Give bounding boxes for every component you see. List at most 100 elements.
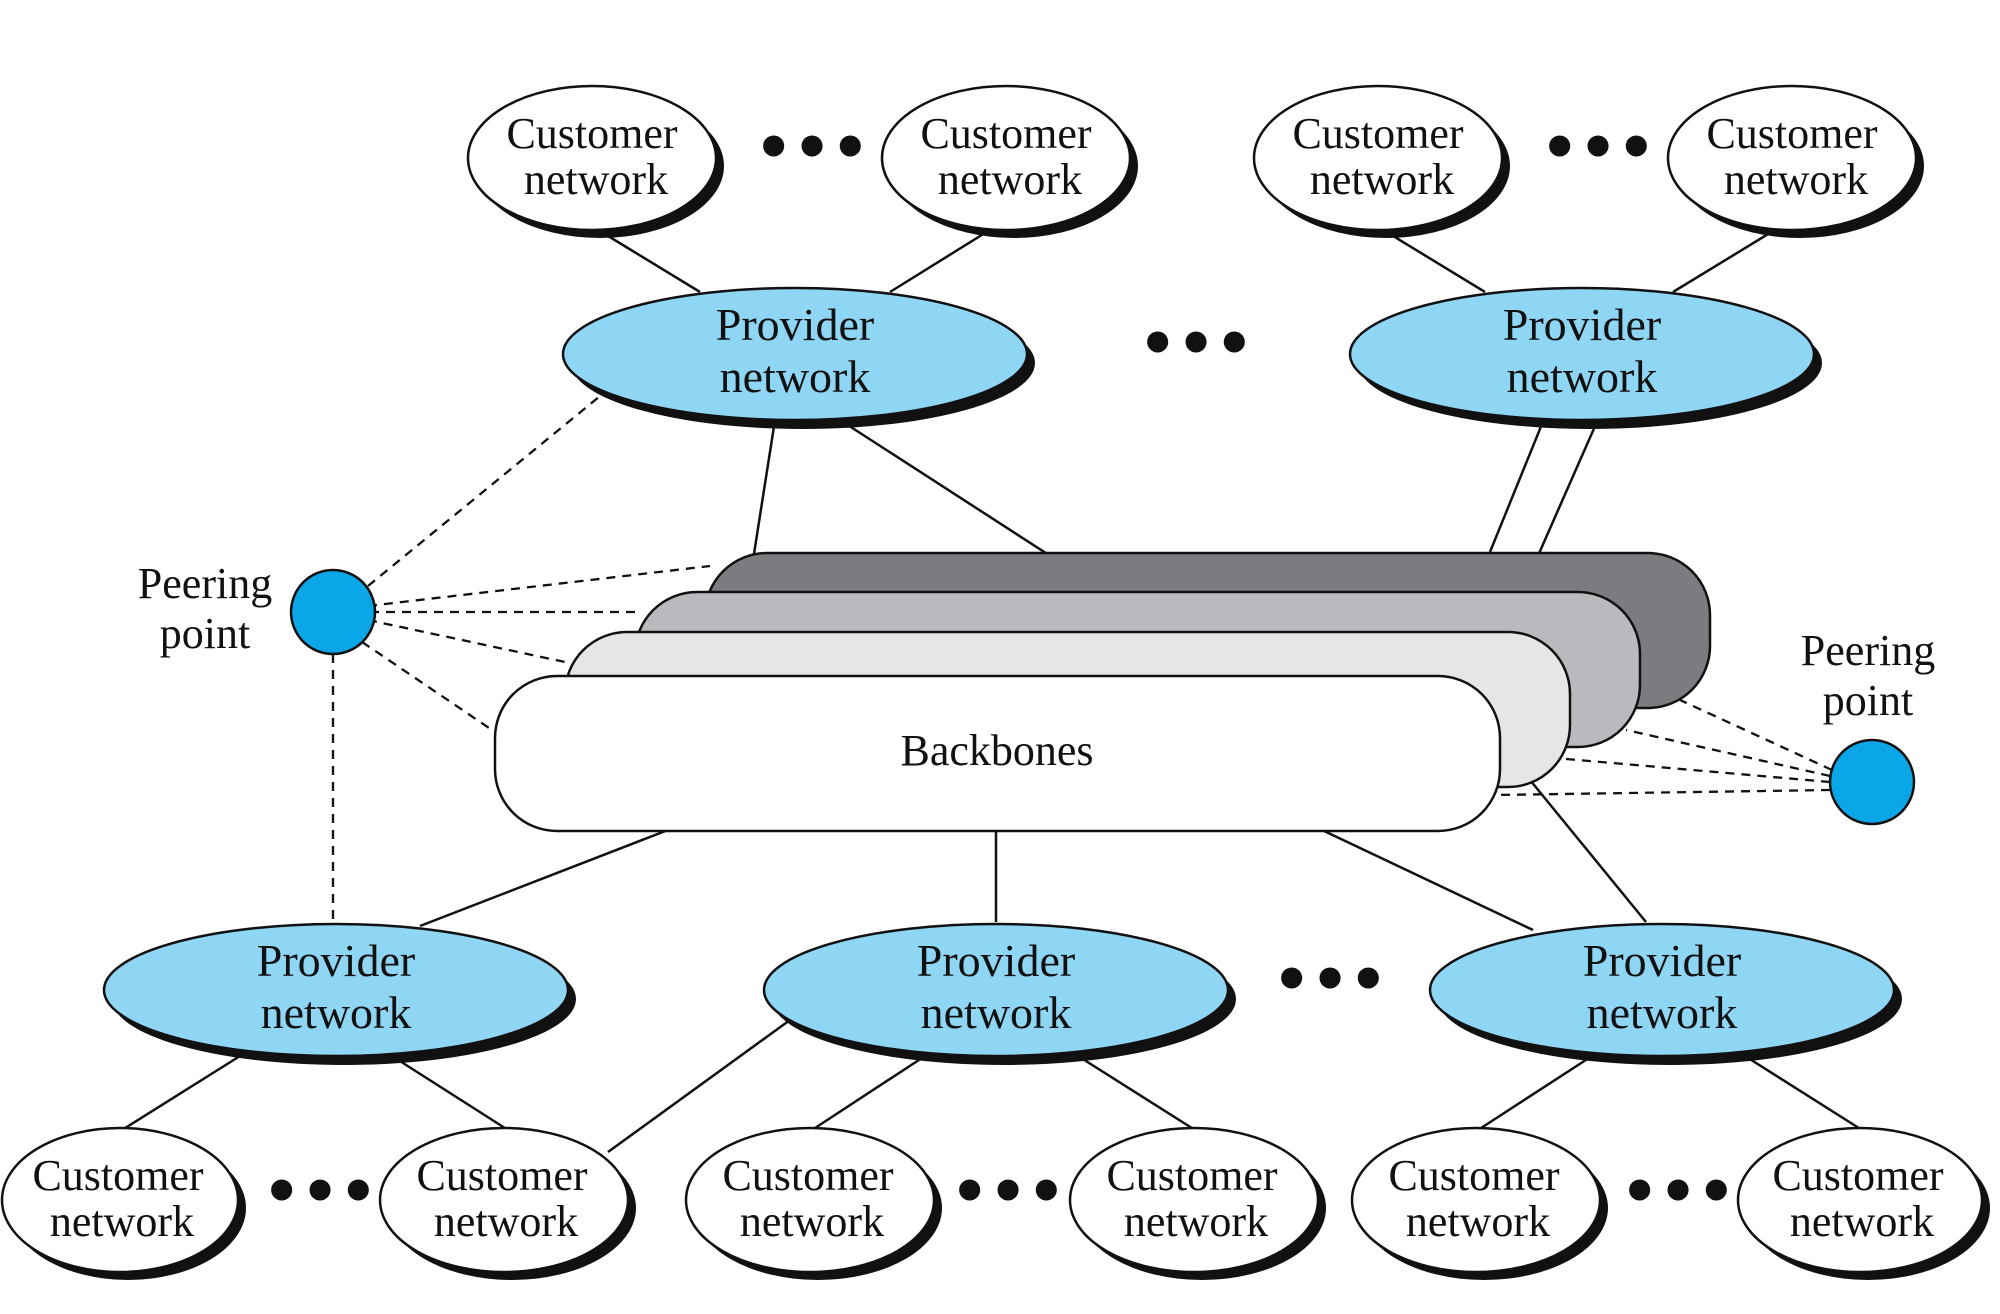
customer-network-bottom-3: Customer network — [684, 1126, 942, 1280]
provider-network-ellipse — [102, 922, 570, 1058]
customer-network-ellipse — [1350, 1126, 1602, 1274]
peering-point-left: Peering point — [138, 559, 377, 658]
customer-network-bottom-5: Customer network — [1350, 1126, 1608, 1280]
customer-network-top-2: Customer network — [880, 84, 1138, 238]
provider-network-label-line1: Provider — [257, 935, 415, 986]
peer-right-to-backbone3 — [1554, 756, 1831, 784]
dashed-peering-links — [331, 391, 1833, 924]
customer-network-label-line2: network — [50, 1197, 194, 1246]
provider-network-bottom-middle: Provider network — [762, 922, 1236, 1065]
customer-network-ellipse — [1252, 84, 1504, 232]
customer-network-label-line1: Customer — [1292, 109, 1463, 158]
customer-network-bottom-6: Customer network — [1736, 1126, 1990, 1280]
backbone-layer-1 — [493, 674, 1502, 833]
provider-network-label-line1: Provider — [1503, 299, 1661, 350]
customer-network-bottom-2: Customer network — [378, 1126, 636, 1280]
link-tr-cust1-provider — [1379, 226, 1486, 294]
customer-network-label-line1: Customer — [1772, 1151, 1943, 1200]
provider-network-label-line2: network — [1587, 987, 1738, 1038]
customer-network-ellipse — [684, 1126, 936, 1274]
link-bm-provider-cust0 — [607, 1018, 791, 1154]
link-backbone-br-provider-b — [1529, 779, 1647, 923]
customer-network-ellipse — [0, 1126, 240, 1274]
peer-right-to-backbone1 — [1679, 698, 1833, 772]
customer-network-label-line1: Customer — [1706, 109, 1877, 158]
ellipsis-bottom-right-customers: ••• — [1620, 1157, 1735, 1227]
link-backbone-br-provider-a — [1321, 828, 1534, 932]
customer-network-label-line2: network — [1724, 155, 1868, 204]
customer-network-label-line2: network — [1790, 1197, 1934, 1246]
peer-left-to-backbone4 — [361, 641, 493, 731]
customer-network-ellipse — [1736, 1126, 1984, 1274]
link-tl-cust2-provider — [889, 226, 994, 294]
provider-network-label-line1: Provider — [1583, 935, 1741, 986]
customer-network-ellipse — [378, 1126, 630, 1274]
provider-network-top-right: Provider network — [1348, 286, 1822, 429]
customer-network-label-line1: Customer — [506, 109, 677, 158]
peering-point-left-label-line1: Peering — [138, 559, 272, 608]
provider-network-label-line2: network — [1507, 351, 1658, 402]
customer-network-label-line1: Customer — [722, 1151, 893, 1200]
link-bm-provider-cust2 — [1077, 1054, 1196, 1132]
ellipsis-bottom-left-customers: ••• — [262, 1157, 377, 1227]
link-tr-provider-backbone-a — [1488, 423, 1544, 553]
peer-left-to-backbone3 — [367, 618, 566, 664]
peer-right-to-backbone2 — [1625, 728, 1831, 778]
link-backbone-bl-provider — [419, 828, 669, 928]
customer-network-ellipse — [1666, 84, 1918, 232]
link-br-provider-cust1 — [1477, 1054, 1593, 1132]
provider-network-ellipse — [1428, 922, 1896, 1058]
link-tr-cust2-provider — [1672, 226, 1779, 294]
customer-network-ellipse — [466, 84, 718, 232]
customer-network-ellipse — [880, 84, 1132, 232]
customer-network-bottom-1: Customer network — [0, 1126, 246, 1280]
customer-network-top-1: Customer network — [466, 84, 724, 238]
solid-links — [121, 226, 1863, 1154]
ellipsis-top-providers: ••• — [1138, 309, 1253, 379]
ellipsis-bottom-middle-customers: ••• — [950, 1157, 1065, 1227]
peering-point-left-label-line2: point — [160, 609, 250, 658]
provider-network-label-line1: Provider — [917, 935, 1075, 986]
customer-network-label-line1: Customer — [920, 109, 1091, 158]
link-br-provider-cust2 — [1744, 1054, 1863, 1132]
customer-network-top-3: Customer network — [1252, 84, 1510, 238]
customer-network-label-line2: network — [434, 1197, 578, 1246]
provider-network-label-line1: Provider — [716, 299, 874, 350]
provider-network-top-left: Provider network — [561, 286, 1035, 429]
peering-point-left-circle — [289, 568, 377, 656]
customer-network-bottom-4: Customer network — [1068, 1126, 1326, 1280]
customer-network-label-line2: network — [1310, 155, 1454, 204]
peer-left-to-backbone1 — [367, 564, 711, 608]
customer-network-ellipse — [1068, 1126, 1320, 1274]
customer-network-label-line2: network — [1124, 1197, 1268, 1246]
peer-right-to-backbone4 — [1494, 788, 1831, 797]
peering-point-right: Peering point — [1801, 626, 1935, 826]
customer-network-label-line2: network — [740, 1197, 884, 1246]
peering-point-right-circle — [1828, 738, 1916, 826]
customer-network-label-line1: Customer — [32, 1151, 203, 1200]
peering-point-right-label-line2: point — [1823, 676, 1913, 725]
ellipsis-bottom-providers: ••• — [1272, 945, 1387, 1015]
provider-network-ellipse — [561, 286, 1029, 422]
provider-network-label-line2: network — [720, 351, 871, 402]
customer-network-top-4: Customer network — [1666, 84, 1924, 238]
provider-network-bottom-right: Provider network — [1428, 922, 1902, 1065]
backbone-stack: Backbones — [493, 551, 1712, 833]
ellipsis-top-right-customers: ••• — [1540, 113, 1655, 183]
customer-network-label-line2: network — [524, 155, 668, 204]
link-bm-provider-cust1 — [811, 1054, 926, 1132]
link-bl-provider-cust1 — [121, 1054, 241, 1132]
provider-network-label-line2: network — [921, 987, 1072, 1038]
peering-point-right-label-line1: Peering — [1801, 626, 1935, 675]
customer-network-label-line1: Customer — [1388, 1151, 1559, 1200]
provider-network-label-line2: network — [261, 987, 412, 1038]
ellipsis-top-left-customers: ••• — [754, 113, 869, 183]
customer-network-label-line1: Customer — [1106, 1151, 1277, 1200]
link-bl-provider-cust2 — [391, 1054, 509, 1132]
provider-network-ellipse — [1348, 286, 1816, 422]
peer-left-to-provider — [367, 391, 606, 587]
provider-network-bottom-left: Provider network — [102, 922, 576, 1065]
link-tl-cust1-provider — [594, 226, 701, 294]
customer-network-label-line2: network — [1406, 1197, 1550, 1246]
